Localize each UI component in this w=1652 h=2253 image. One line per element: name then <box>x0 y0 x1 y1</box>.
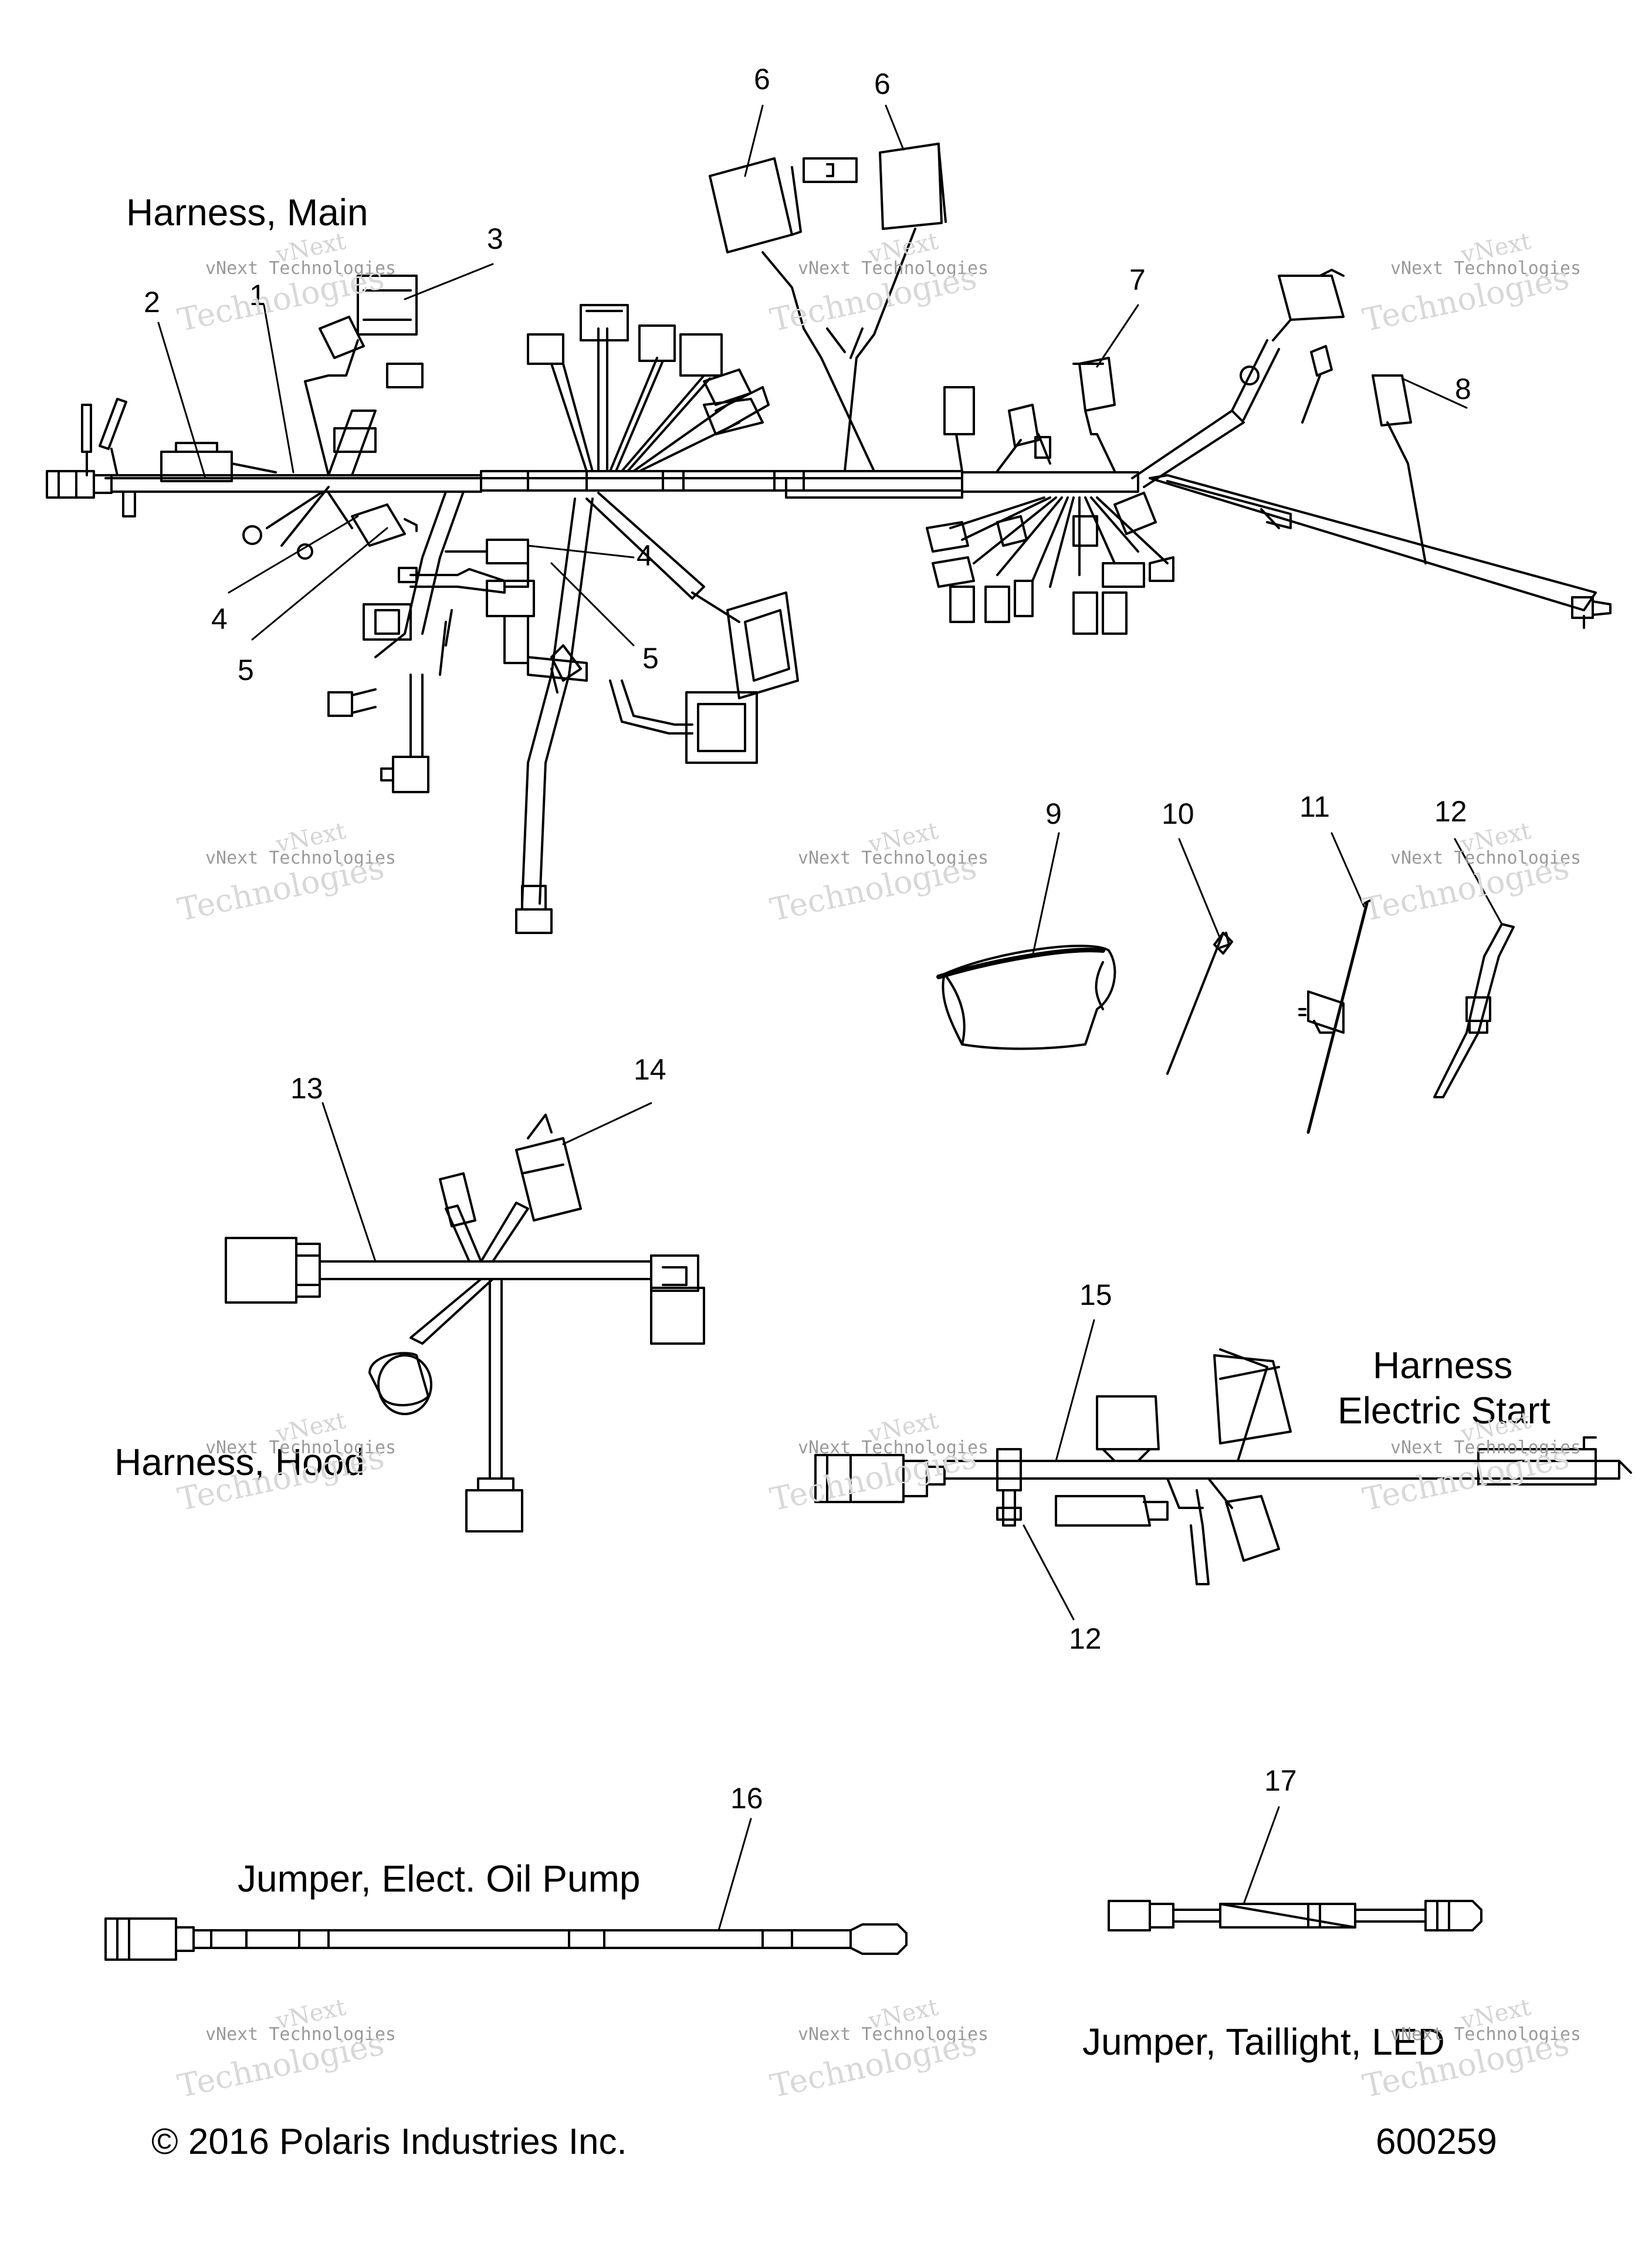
oil-pump-jumper <box>104 1917 908 1961</box>
callout-6: 6 <box>874 67 891 100</box>
callout-2: 2 <box>144 286 160 319</box>
callout-1: 1 <box>249 279 266 312</box>
callout-7: 7 <box>1129 263 1146 296</box>
callout-17: 17 <box>1264 1764 1297 1797</box>
electric-start-harness <box>814 1348 1632 1585</box>
callout-8: 8 <box>1455 373 1471 405</box>
callout-10: 10 <box>1162 797 1194 830</box>
callout-4: 4 <box>637 539 653 572</box>
title-harness-hood: Harness, Hood <box>114 1441 365 1483</box>
taillight-jumper <box>1108 1900 1482 1931</box>
copyright-notice: © 2016 Polaris Industries Inc. <box>151 2122 627 2162</box>
callout-11: 11 <box>1299 790 1330 823</box>
title-jumper-oil-pump: Jumper, Elect. Oil Pump <box>238 1858 641 1900</box>
callout-9: 9 <box>1045 797 1062 830</box>
main-harness <box>46 143 1612 934</box>
callout-4: 4 <box>211 603 228 635</box>
callout-5: 5 <box>642 642 659 675</box>
callout-16: 16 <box>730 1782 763 1815</box>
title-harness-main: Harness, Main <box>126 191 368 234</box>
title-jumper-taillight: Jumper, Taillight, LED <box>1082 2021 1445 2063</box>
title-harness-electric-start-line1: Harness <box>1373 1344 1513 1386</box>
callout-14: 14 <box>634 1053 666 1086</box>
loose-parts <box>936 899 1515 1134</box>
callout-12: 12 <box>1434 795 1467 828</box>
callout-12: 12 <box>1069 1622 1102 1655</box>
callout-5: 5 <box>238 654 254 686</box>
title-harness-electric-start-line2: Electric Start <box>1338 1389 1551 1432</box>
figure-number: 600259 <box>1376 2122 1497 2162</box>
callout-13: 13 <box>290 1072 323 1105</box>
callout-3: 3 <box>487 222 503 255</box>
callout-15: 15 <box>1079 1278 1112 1311</box>
hood-harness <box>225 1114 705 1533</box>
leader-lines <box>157 104 1503 1931</box>
callout-6: 6 <box>754 63 770 96</box>
